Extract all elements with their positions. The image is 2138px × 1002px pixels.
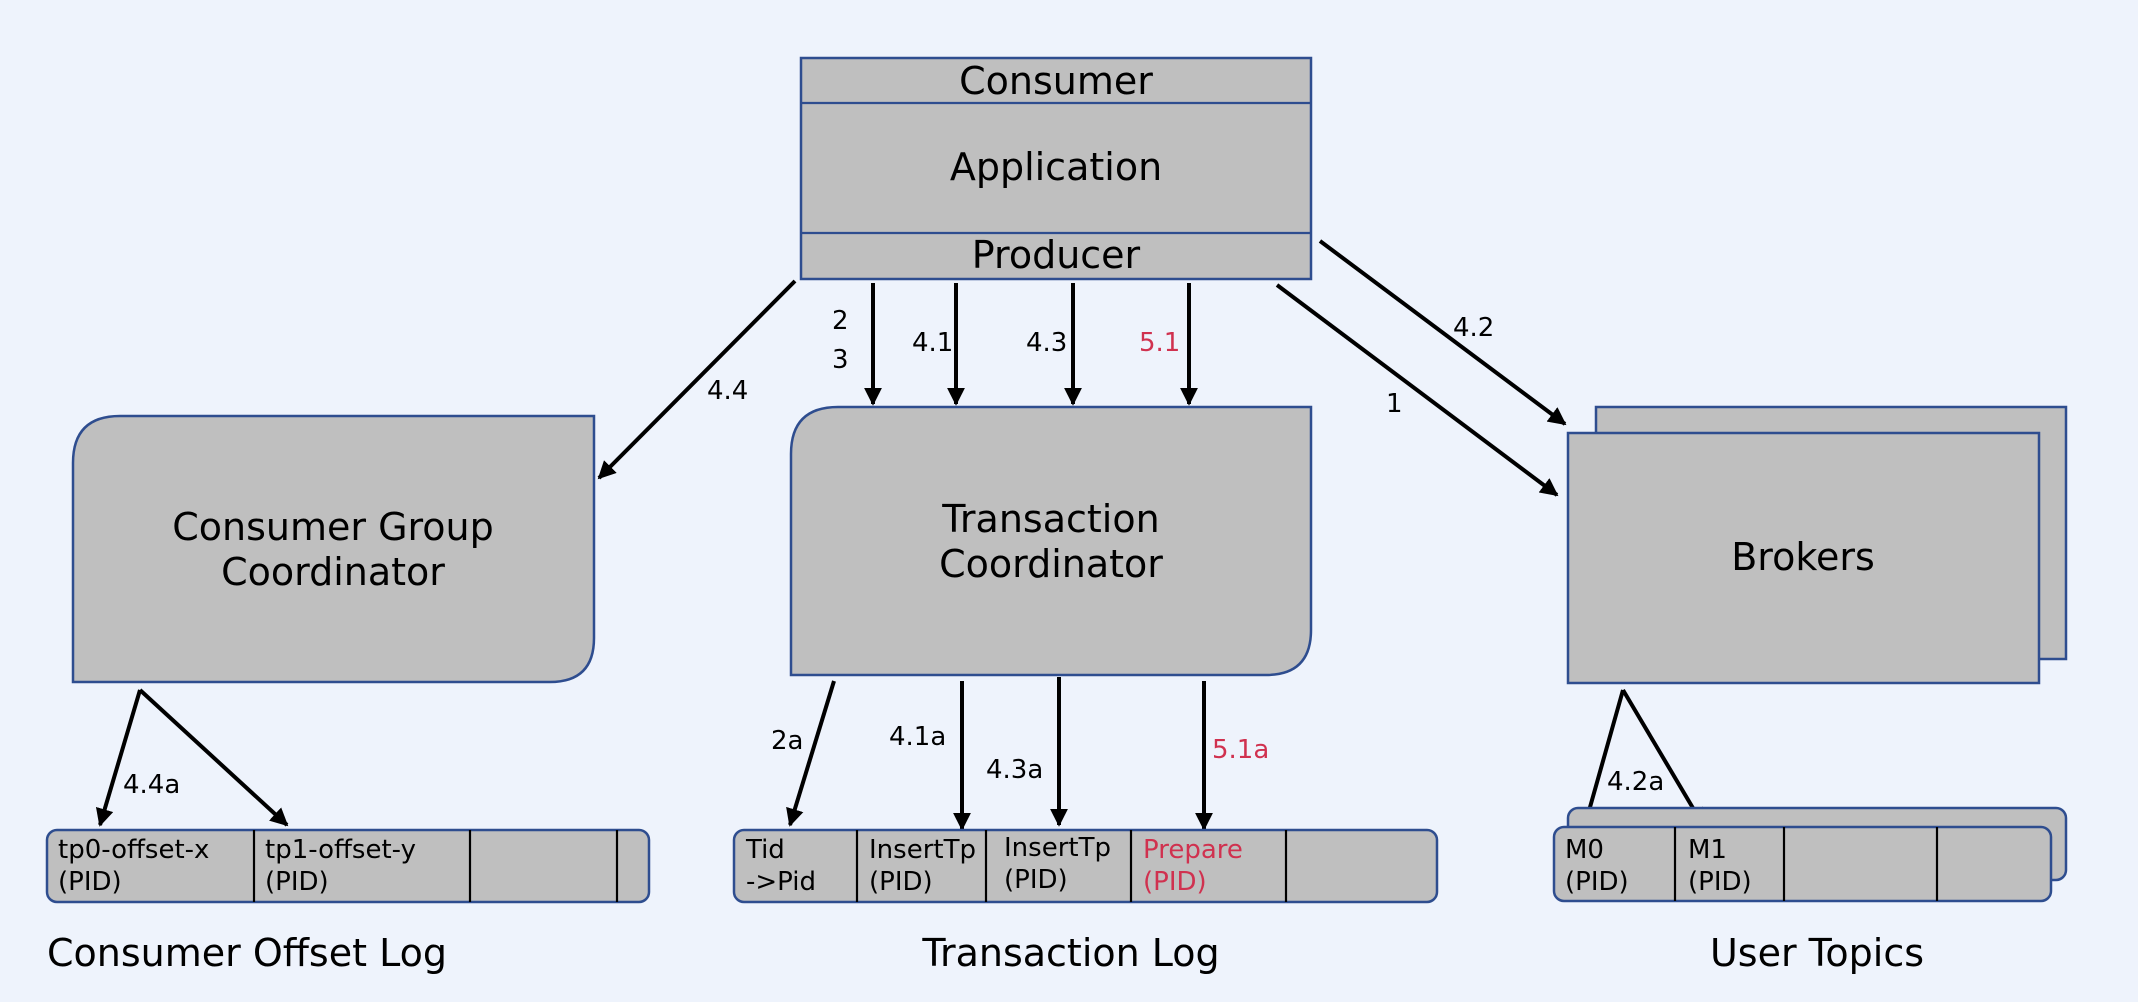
user-topics-caption: User Topics [1710, 931, 1924, 975]
arrow-4-4 [597, 279, 797, 480]
txlog-cell-3-line1: Prepare [1143, 835, 1243, 865]
offset-cell-1-line2: (PID) [265, 867, 329, 897]
txlog-cell-2-line1: InsertTp [1004, 833, 1111, 863]
transaction-log-caption: Transaction Log [921, 931, 1219, 975]
label-2: 2 [832, 306, 849, 336]
label-1: 1 [1386, 389, 1403, 419]
transaction-coordinator-line2: Coordinator [939, 542, 1163, 586]
log-arrows [95, 677, 1705, 831]
arrow-4-2a-left [1580, 689, 1625, 827]
arrow-1 [1275, 283, 1559, 497]
topic-cell-1-line1: M1 [1688, 835, 1727, 865]
txlog-cell-1-line2: (PID) [869, 867, 933, 897]
arrow-4-4a-left [95, 689, 142, 827]
arrow-4-4a-right [138, 688, 289, 827]
label-2a: 2a [771, 726, 803, 756]
txlog-cell-2-line2: (PID) [1004, 865, 1068, 895]
label-4-4: 4.4 [707, 376, 748, 406]
consumer-group-coordinator: Consumer Group Coordinator [71, 414, 596, 684]
label-4-2: 4.2 [1453, 313, 1494, 343]
application-label: Application [950, 145, 1162, 189]
txlog-cell-0-line2: ->Pid [746, 867, 816, 897]
consumer-group-coordinator-line1: Consumer Group [172, 505, 494, 549]
label-4-4a: 4.4a [123, 770, 180, 800]
consumer-group-coordinator-line2: Coordinator [221, 550, 445, 594]
producer-arrows [597, 239, 1567, 497]
topic-cell-1-line2: (PID) [1688, 867, 1752, 897]
label-5-1: 5.1 [1139, 328, 1180, 358]
transaction-coordinator-line1: Transaction [941, 497, 1159, 541]
user-topics-log: M0 (PID) M1 (PID) User Topics [1552, 806, 2068, 975]
label-4-3a: 4.3a [986, 755, 1043, 785]
arrow-4-2a-right [1621, 688, 1705, 827]
application-block: Consumer Application Producer [799, 56, 1313, 281]
offset-cell-0-line1: tp0-offset-x [58, 835, 209, 865]
producer-label: Producer [972, 233, 1141, 277]
arrow-4-2 [1318, 239, 1567, 426]
brokers: Brokers [1566, 405, 2068, 685]
topic-cell-0-line2: (PID) [1565, 867, 1629, 897]
arrow-2a [786, 680, 836, 827]
label-4-2a: 4.2a [1607, 767, 1664, 797]
txlog-cell-1-line1: InsertTp [869, 835, 976, 865]
label-5-1a: 5.1a [1212, 735, 1269, 765]
label-4-1: 4.1 [912, 328, 953, 358]
label-3: 3 [832, 345, 849, 375]
consumer-offset-log: tp0-offset-x (PID) tp1-offset-y (PID) Co… [45, 828, 651, 975]
label-4-3: 4.3 [1026, 328, 1067, 358]
transaction-coordinator: Transaction Coordinator [789, 405, 1313, 677]
consumer-offset-log-caption: Consumer Offset Log [47, 931, 447, 975]
txlog-cell-3-line2: (PID) [1143, 867, 1207, 897]
offset-cell-1-line1: tp1-offset-y [265, 835, 416, 865]
arrow-labels: 2 3 4.1 4.3 5.1 4.4 4.2 1 2a 4.1a 4.3a 5… [123, 306, 1664, 800]
brokers-label: Brokers [1731, 535, 1875, 579]
txlog-cell-0-line1: Tid [745, 835, 785, 865]
label-4-1a: 4.1a [889, 722, 946, 752]
transaction-log: Tid ->Pid InsertTp (PID) InsertTp (PID) … [732, 828, 1439, 975]
offset-cell-0-line2: (PID) [58, 867, 122, 897]
topic-cell-0-line1: M0 [1565, 835, 1604, 865]
consumer-label: Consumer [959, 59, 1153, 103]
